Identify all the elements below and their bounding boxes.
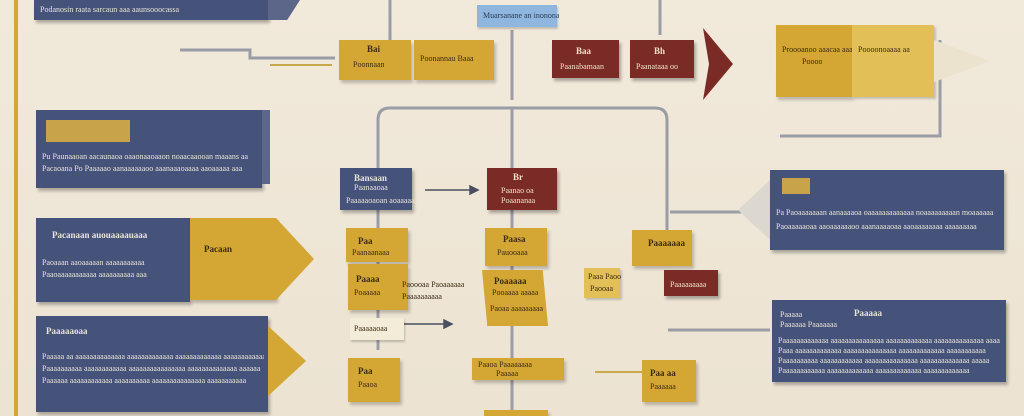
center-gold-c: Paaaaaaa [632,230,692,266]
top-navy-card: Podanosin raata sarcaun aaa aaunsooocass… [34,0,268,20]
bottom-gold-right-sub: Paaaaaa [650,382,676,391]
top-navy-text: Podanosin raata sarcaun aaa aaunsooocass… [40,5,180,14]
center-gold-b-title: Paasa [503,234,526,244]
center-gold-b: Paasa Pauooaaa [485,228,547,266]
right-navy-card-1-thumb [782,178,810,194]
right-navy-card-2-sub1: Paaaaa [780,310,803,319]
right-gold-card-text-3: Poooonoaaaa aa [858,45,910,54]
right-navy-card-2-line1: Paaaaaaaaaaaaa aaaaaaaaaaaaaaa aaaaaaaaa… [778,336,1000,345]
gold-node-2-text: Poonannau Baaa [420,54,474,63]
center-maroon-node: Br Paanao oa Poaananaa [487,168,557,210]
arrow-left-head [443,318,454,330]
right-navy-card-2-line3: Paaaaaaaaaa aaaaaaaaaaaa aaaaaaaaaaaaaaa… [778,356,990,365]
right-navy-card-1-line1: Pa Paoaaaaaaan aanaaaaoa oaaaaaaaaaaaaa … [776,208,994,217]
bottom-gold-wide-title: Paaoa Paaaaaaaa [478,360,532,369]
center-gold-b-sub: Pauooaaa [497,248,528,257]
maroon-node-2-title: Bh [654,46,666,56]
center-text-mid2: Paaaaaaaaaa [402,292,442,301]
navy-card-left-3-line1: Paaaaa aa aaaaaaaaaaaaaa aaaaaaaaaaaaa a… [42,352,264,361]
right-navy-card-2-title: Paaaaa [854,308,882,318]
gold-node-2: Poonannau Baaa [414,40,494,80]
gold-node-1-sub: Poonnaan [353,60,385,69]
small-maroon-text: Paaaaaaaaa [670,280,707,289]
right-navy-card-1: Pa Paoaaaaaaan aanaaaaoa oaaaaaaaaaaaaa … [770,170,1004,250]
center-gold-d-sub: Poaaaaa [354,288,381,297]
center-gold-e: Poaaaaa Pooaaaa aaaaa Paoaa aaaaaaaaa [482,270,548,326]
navy-card-left-3-line2: Paaaaaaaaaa aaaaaaaaaaaa aaaaaaaaaaaaaaa… [42,364,261,373]
right-navy-card-1-line2: Paoaaaaaoaa aaoaaaaaaoo aaanaaaaoaa aaoa… [776,222,977,231]
center-gold-a-sub: Paanaanaaa [352,248,390,257]
right-gold-card-b: Poooonoaaaa aa [852,25,934,97]
cream-node: Paaaaaoaa [350,318,404,340]
sky-label-box: Muarsanane an inonona [477,5,560,27]
connector-top-bar [180,48,335,60]
bottom-gold-right-title: Paa aa [650,368,676,378]
center-gold-d: Paaaa Poaaaaa [348,264,408,310]
gold-node-1: Bai Poonnaan [339,40,411,80]
right-gold-card-a: Proooanoo aaacaa aaa Poooo [776,25,853,97]
right-gold-card-text-1: Proooanoo aaacaa aaa [782,45,853,54]
navy-card-left-2-gold: Pacaan [190,218,276,300]
maroon-node-2: Bh Paanataaa oo [630,40,694,78]
center-navy-caption: Paaaaaoaoan aoaaaaaa [346,196,419,205]
maroon-node-2-sub: Paanataaa oo [636,62,678,71]
sky-label-text: Muarsanane an inonona [483,11,560,20]
center-navy-node: Bansaan Paanaaoaa Paaaaaoaoan aoaaaaaa [340,168,418,210]
connector-loop [376,106,669,230]
bottom-gold-wide: Paaoa Paaaaaaaa Paaaaa [472,358,564,380]
right-gold-card-text-2: Poooo [802,57,823,66]
small-gold-node: Paaa Paoo Paooaa [584,268,622,298]
center-maroon-caption: Poaananaa [501,196,536,205]
maroon-node-1-sub: Paanabamaan [560,62,604,71]
navy-card-left-1-edge [262,110,270,184]
navy-card-left-3-title: Paaaaaoaa [46,326,88,336]
navy-card-left-3-line3: Paaaaaa aaaaaaaaaaaa aaaaaaaaaa aaaaaaaa… [42,376,247,385]
maroon-node-1: Baa Paanabamaan [552,40,619,78]
bottom-gold-right: Paa aa Paaaaaa [642,360,696,402]
bottom-gold-small: Paa Paaoa [348,358,400,402]
center-gold-a-title: Paa [358,236,373,246]
center-maroon-title: Br [513,172,523,182]
bottom-gold-small-sub: Paaoa [358,380,378,389]
navy-card-left-1-line2: Pacaoana Po Paaaaao aanaaaaaaoo aaanaaao… [42,164,243,173]
bottom-gold-wide-sub: Paaaaa [496,369,519,378]
navy-card-left-1-thumb [46,120,130,142]
right-navy-card-2-sub2: Paaaaaa Paaaaaaa [780,320,838,329]
navy-card-left-2-line1: Paoaaan aaoaaaaan aaaaaaaaaaa [42,258,145,267]
navy-card-left-2-title: Pacanaan auouaaaauaaa [52,230,148,240]
small-gold-text-2: Paooaa [590,284,614,293]
maroon-node-1-title: Baa [576,46,592,56]
navy-card-left-1-line1: Pu Paunaaoan aacaunaoa oaaonaaoaaon noaa… [42,152,249,161]
small-maroon-node: Paaaaaaaaa [664,270,718,296]
right-navy-card-2-line2: Paaa aaaaaaaaaaaaa aaaaaaaaaaaaaaa aaaaa… [778,346,986,355]
center-navy-title: Bansaan [354,173,388,183]
left-gold-strip [14,0,18,416]
gold-node-1-title: Bai [367,44,381,54]
navy-card-left-2-line2: Paaoaaaaaaaaaaa aaaaaaaaaa aaa [42,270,147,279]
center-gold-c-text: Paaaaaaa [648,238,685,248]
center-gold-a: Paa Paanaanaaa [346,228,408,262]
center-gold-e-title: Poaaaaa [494,276,527,286]
right-navy-card-2: Paaaaa Paaaaa Paaaaaa Paaaaaaa Paaaaaaaa… [772,300,1006,382]
right-navy-card-2-line4: Paaaaaaaaaaaa aaaaaaaaaaaaa aaaaaaaaaaaa… [778,366,970,375]
cream-node-text: Paaaaaoaa [354,324,388,333]
center-gold-d-title: Paaaa [356,274,380,284]
navy-card-left-1: Pu Paunaaoan aacaunaoa oaaonaaoaaon noaa… [36,110,262,188]
center-text-mid: Paoooaa Paoaaaaaa [402,280,465,289]
center-gold-e-caption: Paoaa aaaaaaaaa [490,304,544,313]
bottom-gold-cut [484,410,548,416]
navy-card-left-2: Pacanaan auouaaaauaaa Paoaaan aaoaaaaan … [36,218,190,302]
navy-card-left-2-gold-text: Pacaan [204,244,232,254]
center-gold-e-sub: Pooaaaa aaaaa [492,288,539,297]
arrow-center-head [469,184,480,196]
center-navy-sub: Paanaaoaa [354,183,388,192]
small-gold-text: Paaa Paoo [588,272,622,281]
navy-card-left-3: Paaaaaoaa Paaaaa aa aaaaaaaaaaaaaa aaaaa… [36,316,268,412]
bottom-gold-small-title: Paa [358,366,373,376]
center-maroon-sub: Paanao oa [501,186,534,195]
